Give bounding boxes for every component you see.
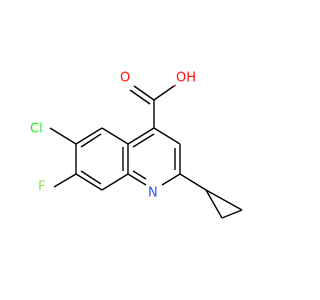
atom-label-o: O	[120, 71, 130, 86]
atom-label-oh: OH	[176, 71, 196, 86]
bond-c7-c8-inner	[80, 170, 102, 185]
bond-c5-c6	[75, 127, 103, 145]
bond-c7-c8	[75, 173, 103, 191]
bond-cooh-oh	[153, 85, 175, 101]
bond-cp-b	[205, 189, 243, 211]
bond-n-c8a-inner	[132, 170, 147, 180]
bond-c2-cp	[179, 173, 207, 191]
bond-c4-c3	[153, 127, 181, 145]
bond-c7-f	[53, 173, 77, 188]
atom-label-cl: Cl	[30, 122, 43, 137]
bond-c2-n	[161, 173, 181, 186]
bond-cooh-o-b	[129, 89, 151, 105]
bond-cooh-oh-o	[173, 84, 177, 87]
bond-c4a-c4	[127, 127, 155, 145]
bond-c4a-c5	[101, 127, 129, 145]
bond-c6-cl	[49, 127, 77, 145]
bond-c8-c8a	[101, 173, 129, 191]
bond-cp-c	[221, 209, 243, 219]
atom-label-f: F	[38, 180, 45, 195]
bond-cooh-o-a	[133, 85, 155, 101]
chemical-structure: OH O Cl F N	[30, 71, 243, 219]
bond-c5-c6-inner	[80, 133, 102, 148]
bond-c4a-c4-inner	[132, 133, 155, 148]
bond-n-c8a	[127, 173, 147, 186]
bond-cp-a	[205, 189, 223, 219]
atom-label-n: N	[148, 186, 158, 201]
